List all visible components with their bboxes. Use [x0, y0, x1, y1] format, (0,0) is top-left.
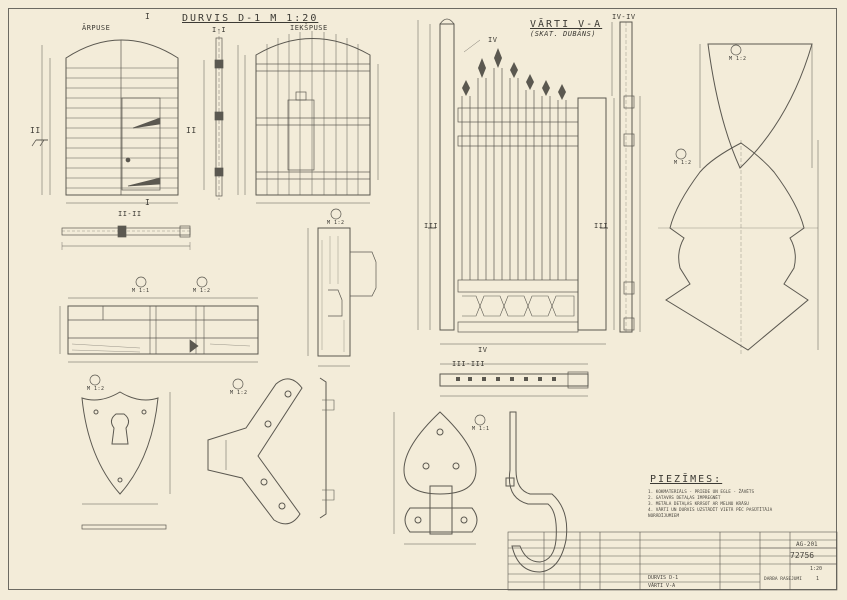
note-line: 3. METĀLA DETAĻAS KRĀSOT AR MELNU KRĀSU — [648, 502, 749, 507]
note-line: 1. KOKMATERIĀLS - PRIEDE UN EGLE - ŽĀVĒT… — [648, 490, 755, 495]
note-line: NORĀDĪJUMIEM — [648, 514, 680, 519]
detail-8-scale: M 1:1 — [472, 426, 490, 432]
gate-title: VĀRTI V-A — [530, 19, 603, 30]
detail-1-scale: M 1:1 — [132, 288, 150, 294]
detail-6-escutcheon — [81, 374, 171, 505]
detail-4-spear-tip — [699, 43, 813, 169]
detail-3-section — [307, 208, 377, 367]
detail-3-scale: M 1:2 — [327, 220, 345, 226]
titleblock-name-1: DURVIS D-1 — [648, 575, 679, 581]
detail-5-scale: M 1:2 — [674, 160, 692, 166]
cut-mark-IV-top: IV — [488, 36, 498, 44]
titleblock-sheet: 1 — [816, 576, 820, 582]
door-outside-elevation — [31, 39, 179, 204]
door-outside-label: ĀRPUSE — [82, 24, 111, 32]
detail-6-scale: M 1:2 — [87, 386, 105, 392]
detail-9-handle-hook — [505, 411, 568, 573]
cut-mark-III-left: III — [424, 222, 439, 230]
titleblock-scale: 1:20 — [810, 566, 823, 572]
titleblock-code: AG-201 — [796, 541, 818, 548]
gate-elevation — [417, 18, 615, 345]
detail-7-corner-strap — [207, 377, 335, 525]
titleblock-number: 72756 — [790, 551, 815, 560]
door-section-I — [203, 30, 239, 200]
gate-section-III-label: III-III — [452, 360, 486, 368]
title-block — [507, 531, 838, 591]
detail-4-scale: M 1:2 — [729, 56, 747, 62]
detail-2-scale: M 1:2 — [193, 288, 211, 294]
gate-subtitle: (SKAT. DUBĀNS) — [530, 30, 597, 38]
drawing-frame — [8, 8, 837, 590]
cut-mark-II-right: II — [186, 126, 197, 135]
door-inside-label: IEKŠPUSE — [290, 24, 328, 32]
cut-mark-II-left: II — [30, 126, 41, 135]
detail-bar — [81, 524, 167, 530]
detail-7-scale: M 1:2 — [230, 390, 248, 396]
note-line: 2. GATAVĀS DETAĻAS IMPREGNĒT — [648, 496, 721, 501]
gate-section-IV — [611, 21, 641, 333]
door-inside-elevation — [244, 31, 379, 204]
door-title: DURVIS D-1 M 1:20 — [182, 13, 319, 24]
detail-1-2-joints — [59, 276, 259, 363]
cut-mark-IV-bottom: IV — [478, 346, 488, 354]
titleblock-name-2: VĀRTI V-A — [648, 583, 676, 589]
notes-list: 1. KOKMATERIĀLS - PRIEDE UN EGLE - ŽĀVĒT… — [648, 490, 828, 520]
cut-mark-I-bottom: I — [145, 198, 151, 207]
cut-mark-III-right: III — [594, 222, 609, 230]
detail-5-spear-head — [658, 140, 819, 354]
notes-title: PIEZĪMES: — [650, 474, 723, 485]
door-horiz-section-label: II-II — [118, 210, 142, 218]
door-section-label: I-I — [212, 26, 227, 34]
titleblock-stage: DARBA RASEJUMI — [764, 577, 802, 582]
detail-8-handle-plate — [393, 411, 486, 545]
gate-section-III — [439, 363, 589, 397]
gate-section-IV-label: IV-IV — [612, 13, 636, 21]
cut-mark-I-top: I — [145, 12, 151, 21]
note-line: 4. VĀRTI UN DURVIS UZSTĀDĪT VIETĀ PĒC PA… — [648, 508, 773, 513]
door-section-II — [61, 225, 191, 250]
